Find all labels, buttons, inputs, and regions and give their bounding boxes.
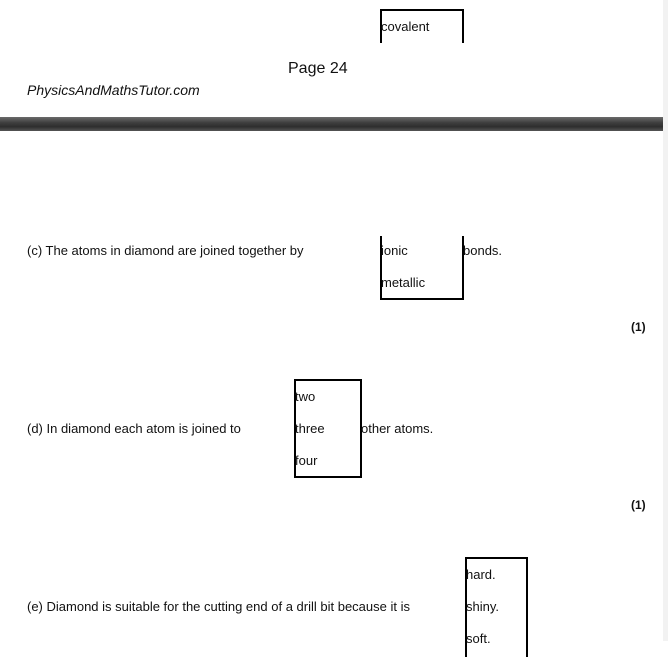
question-d-option-two[interactable]: two [295, 389, 316, 404]
question-d-marks: (1) [631, 498, 646, 512]
scrollbar[interactable] [663, 0, 668, 641]
question-e-text: (e) Diamond is suitable for the cutting … [27, 599, 410, 614]
question-c-option-box [380, 236, 464, 300]
option-covalent: covalent [381, 19, 430, 34]
question-d-option-box [294, 379, 362, 478]
site-footer: PhysicsAndMathsTutor.com [27, 82, 200, 98]
question-e-option-shiny[interactable]: shiny. [466, 599, 499, 614]
page-number: Page 24 [288, 60, 348, 77]
question-e-option-hard[interactable]: hard. [466, 567, 496, 582]
question-e-option-box [465, 557, 528, 657]
question-d-suffix: other atoms. [361, 421, 434, 436]
question-c-suffix: bonds. [463, 243, 503, 258]
question-c-option-metallic[interactable]: metallic [381, 275, 426, 290]
question-d-option-four[interactable]: four [295, 453, 318, 468]
question-d-text: (d) In diamond each atom is joined to [27, 421, 241, 436]
option-box-prev [380, 9, 464, 43]
question-d-option-three[interactable]: three [295, 421, 325, 436]
question-c-marks: (1) [631, 320, 646, 334]
question-c-text: (c) The atoms in diamond are joined toge… [27, 243, 304, 258]
page-separator [0, 117, 663, 131]
question-c-option-ionic[interactable]: ionic [381, 243, 408, 258]
question-e-option-soft[interactable]: soft. [466, 631, 491, 646]
